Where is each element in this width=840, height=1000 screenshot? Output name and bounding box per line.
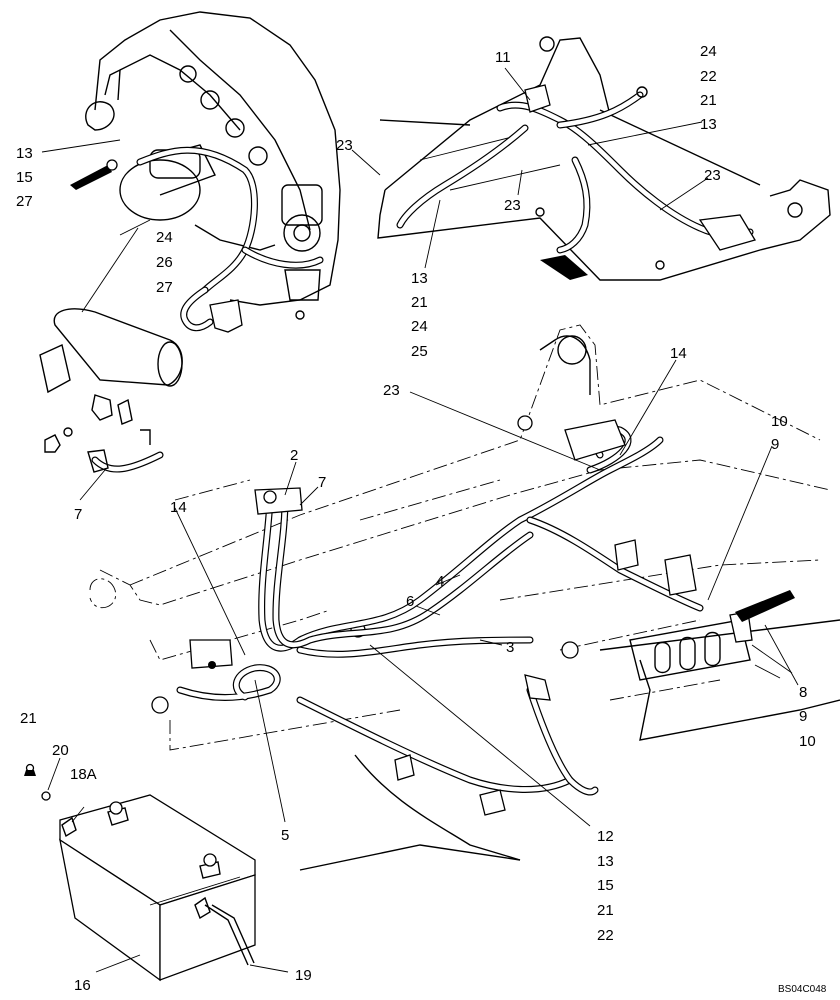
leader-lines: [41, 67, 799, 973]
upper-frame-assembly: [377, 36, 831, 281]
callout-7a: 7: [74, 506, 82, 523]
callout-27b: 27: [156, 279, 173, 296]
callout-4: 4: [436, 573, 444, 590]
callout-26b: 26: [156, 254, 173, 271]
callout-23b: 23: [504, 197, 521, 214]
callout-labels: 13 15 27 24 26 27 11 24 22 21 13 23 23 2…: [16, 43, 827, 995]
callout-22f: 22: [597, 927, 614, 944]
main-frame: [89, 324, 840, 871]
callout-8: 8: [799, 684, 807, 701]
callout-21c: 21: [700, 92, 717, 109]
callout-23c: 23: [704, 167, 721, 184]
callout-13c: 13: [700, 116, 717, 133]
callout-24c: 24: [700, 43, 717, 60]
callout-21d: 21: [411, 294, 428, 311]
solenoid-detail: [39, 308, 183, 473]
callout-16: 16: [74, 977, 91, 994]
callout-10b: 10: [799, 733, 816, 750]
callout-25d: 25: [411, 343, 428, 360]
callout-10a: 10: [771, 413, 788, 430]
callout-14b: 14: [170, 499, 187, 516]
callout-2: 2: [290, 447, 298, 464]
callout-9a: 9: [771, 436, 779, 453]
callout-13f: 13: [597, 853, 614, 870]
callout-24d: 24: [411, 318, 428, 335]
callout-20: 20: [52, 742, 69, 759]
callout-15a: 15: [16, 169, 33, 186]
callout-13d: 13: [411, 270, 428, 287]
callout-23e: 23: [383, 382, 400, 399]
callout-24b: 24: [156, 229, 173, 246]
callout-21e: 21: [20, 710, 37, 727]
callout-21f: 21: [597, 902, 614, 919]
main-harness: [176, 419, 795, 816]
callout-15f: 15: [597, 877, 614, 894]
callout-13a: 13: [16, 145, 33, 162]
callout-22c: 22: [700, 68, 717, 85]
callout-14a: 14: [670, 345, 687, 362]
callout-12: 12: [597, 828, 614, 845]
callout-19: 19: [295, 967, 312, 984]
callout-6: 6: [406, 593, 414, 610]
engine-assembly: [70, 11, 341, 333]
battery: [24, 763, 256, 982]
callout-5: 5: [281, 827, 289, 844]
callout-23a: 23: [336, 137, 353, 154]
callout-7b: 7: [318, 474, 326, 491]
callout-11: 11: [495, 49, 511, 66]
drawing-code: BS04C048: [778, 984, 827, 995]
callout-9b: 9: [799, 708, 807, 725]
callout-3: 3: [506, 639, 514, 656]
callout-27a: 27: [16, 193, 33, 210]
callout-18A: 18A: [70, 766, 97, 783]
